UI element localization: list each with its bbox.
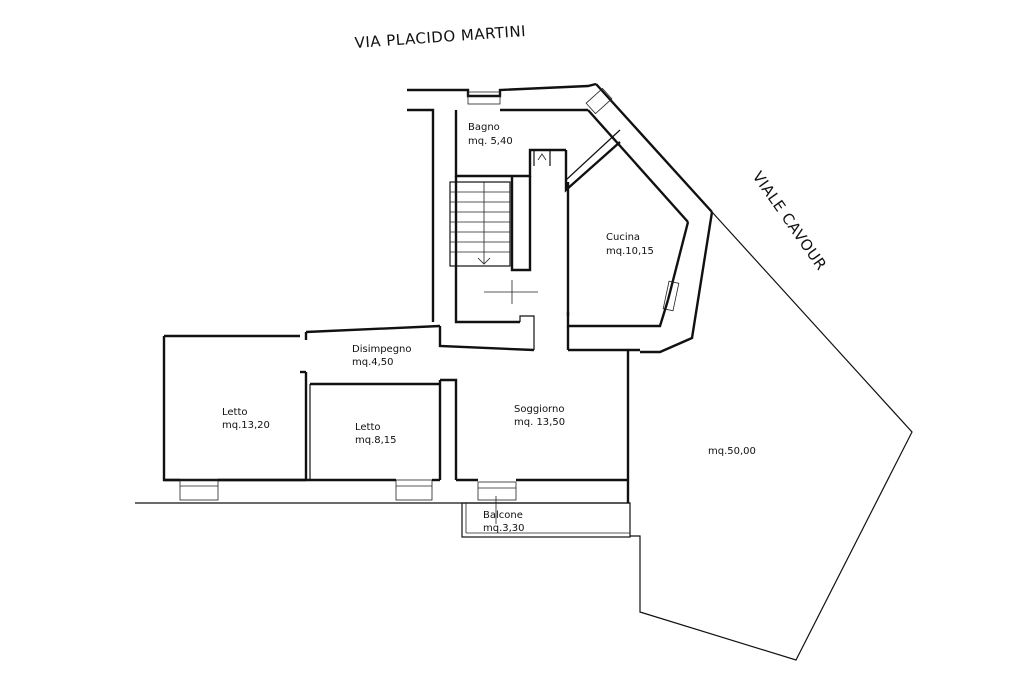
room-name-cucina: Cucina — [606, 232, 640, 243]
staircase — [449, 176, 538, 350]
room-name-disimpegno: Disimpegno — [352, 344, 412, 355]
room-area-letto-small: mq.8,15 — [355, 435, 397, 446]
street-label-east: VIALE CAVOUR — [749, 168, 831, 274]
kitchen-walls — [564, 129, 670, 328]
terrace — [630, 211, 913, 661]
balcony — [461, 496, 631, 538]
room-area-bagno: mq. 5,40 — [468, 136, 513, 147]
room-name-letto-small: Letto — [355, 422, 381, 433]
room-name-soggiorno: Soggiorno — [514, 404, 564, 415]
exterior-walls — [135, 82, 714, 504]
room-area-disimpegno: mq.4,50 — [352, 357, 394, 368]
street-label-north: VIA PLACIDO MARTINI — [354, 22, 527, 52]
bedroom-walls — [300, 370, 458, 482]
room-area-letto-large: mq.13,20 — [222, 420, 270, 431]
room-name-letto-large: Letto — [222, 407, 248, 418]
room-name-bagno: Bagno — [468, 122, 500, 133]
room-area-balcone: mq.3,30 — [483, 523, 525, 534]
bathroom-walls — [454, 91, 566, 178]
room-area-soggiorno: mq. 13,50 — [514, 417, 565, 428]
living-room-walls — [456, 350, 630, 503]
room-area-terrazza: mq.50,00 — [708, 446, 756, 457]
room-area-cucina: mq.10,15 — [606, 246, 654, 257]
room-name-balcone: Balcone — [483, 510, 523, 521]
